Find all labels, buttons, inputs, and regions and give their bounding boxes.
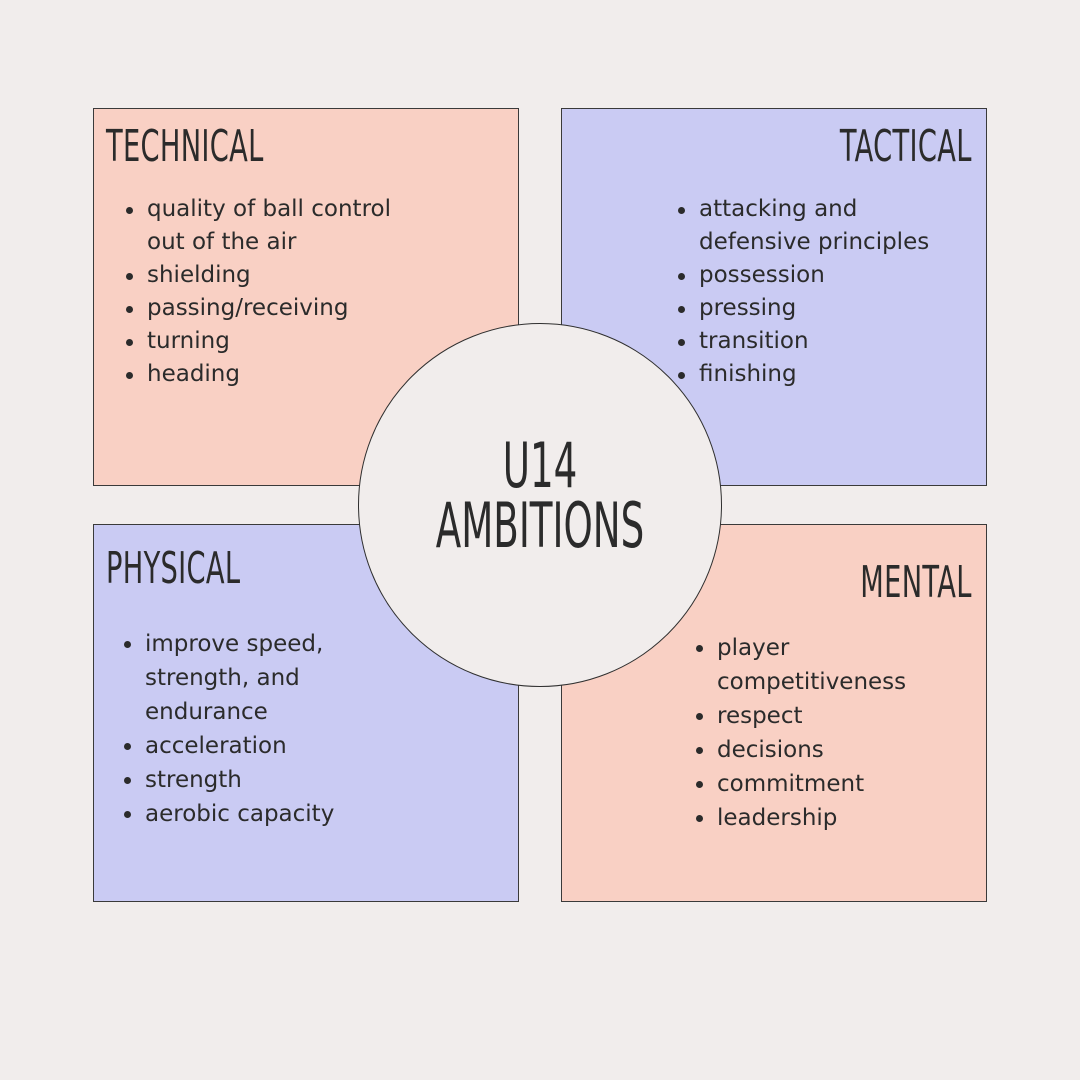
technical-panel: TECHNICAL quality of ball control out of… — [93, 108, 519, 486]
technical-title: TECHNICAL — [106, 121, 264, 172]
list-item: heading — [123, 358, 423, 391]
center-title-line1: U14 — [502, 429, 578, 502]
list-item: player competitiveness — [693, 631, 933, 699]
tactical-title: TACTICAL — [840, 121, 972, 172]
list-item: shielding — [123, 259, 423, 292]
list-item: attacking and defensive principles — [675, 193, 975, 259]
mental-title: MENTAL — [860, 557, 972, 608]
list-item: respect — [693, 699, 933, 733]
list-item: passing/receiving — [123, 292, 423, 325]
list-item: turning — [123, 325, 423, 358]
tactical-panel: TACTICAL attacking and defensive princip… — [561, 108, 987, 486]
center-title-line2: AMBITIONS — [435, 489, 645, 562]
list-item: commitment — [693, 767, 933, 801]
technical-list: quality of ball control out of the air s… — [123, 193, 423, 391]
list-item: aerobic capacity — [121, 797, 341, 831]
list-item: finishing — [675, 358, 975, 391]
list-item: transition — [675, 325, 975, 358]
list-item: leadership — [693, 801, 933, 835]
center-circle — [358, 323, 722, 687]
list-item: improve speed, strength, and endurance — [121, 627, 341, 729]
list-item: possession — [675, 259, 975, 292]
list-item: strength — [121, 763, 341, 797]
physical-list: improve speed, strength, and endurance a… — [121, 627, 341, 831]
center-title: U14 AMBITIONS — [358, 429, 722, 562]
list-item: pressing — [675, 292, 975, 325]
mental-list: player competitiveness respect decisions… — [693, 631, 933, 835]
list-item: decisions — [693, 733, 933, 767]
list-item: quality of ball control out of the air — [123, 193, 423, 259]
tactical-list: attacking and defensive principles posse… — [675, 193, 975, 391]
physical-title: PHYSICAL — [106, 543, 241, 594]
list-item: acceleration — [121, 729, 341, 763]
